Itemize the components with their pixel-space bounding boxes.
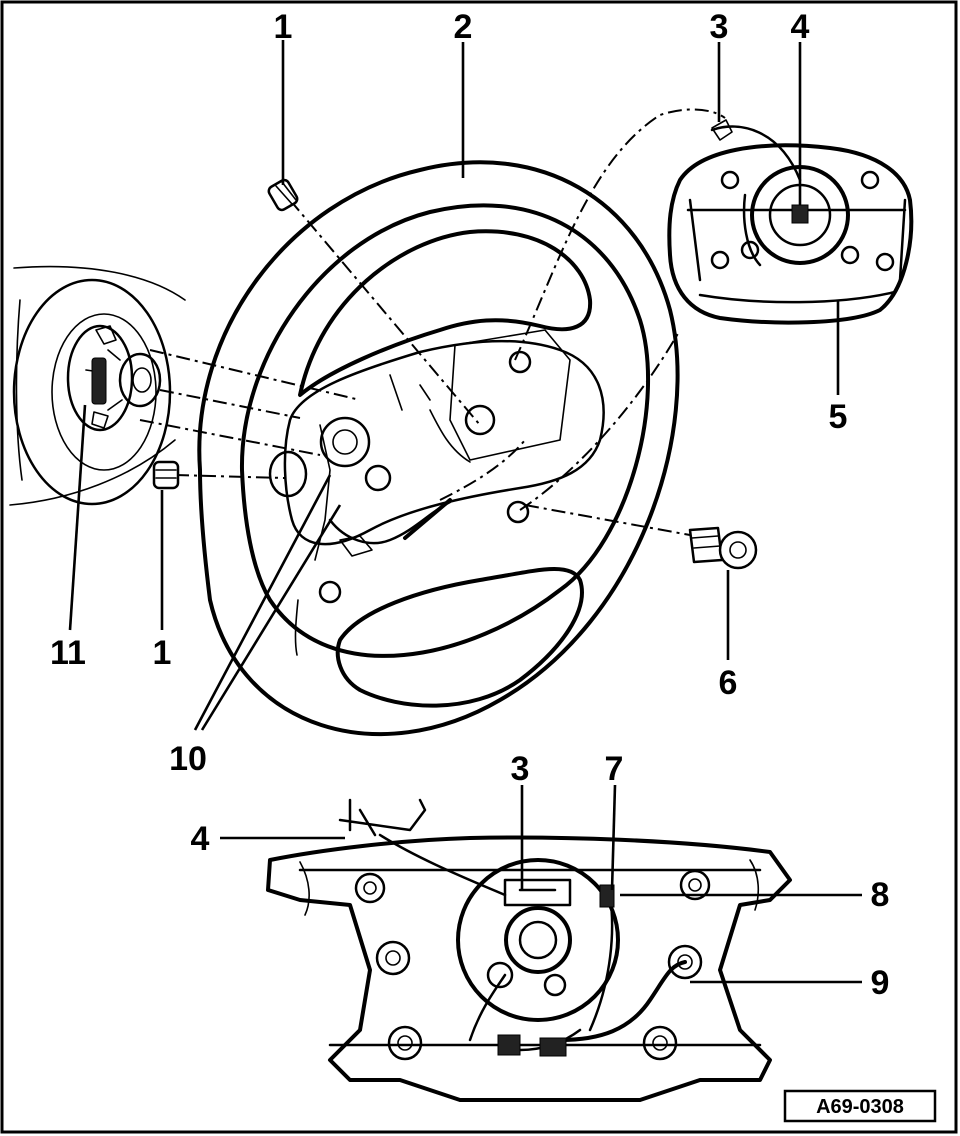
bolt-top bbox=[267, 178, 299, 212]
label-11: 11 bbox=[50, 634, 86, 672]
label-9: 9 bbox=[871, 964, 890, 1002]
bolt-6 bbox=[688, 526, 758, 570]
label-10: 10 bbox=[169, 740, 207, 778]
contact-ring bbox=[66, 324, 134, 432]
label-1-top: 1 bbox=[274, 8, 293, 46]
steering-wheel bbox=[197, 160, 680, 737]
label-3-top: 3 bbox=[710, 8, 729, 46]
label-2: 2 bbox=[454, 8, 473, 46]
label-1-bottom: 1 bbox=[153, 634, 172, 672]
callout-labels: 1 2 3 4 5 6 1 11 10 3 7 4 8 9 bbox=[50, 8, 889, 1002]
label-6: 6 bbox=[719, 664, 738, 702]
bolt-left bbox=[152, 460, 180, 490]
label-3-bottom: 3 bbox=[511, 750, 530, 788]
label-4-bottom: 4 bbox=[191, 820, 210, 858]
label-4-top: 4 bbox=[791, 8, 810, 46]
label-5: 5 bbox=[829, 398, 848, 436]
leader-lines bbox=[68, 40, 862, 984]
airbag-unit-bottom bbox=[266, 798, 792, 1102]
reference-number: A69-0308 bbox=[816, 1096, 904, 1118]
reference-box: A69-0308 bbox=[783, 1089, 937, 1123]
assembly-lines bbox=[139, 108, 726, 536]
label-8: 8 bbox=[871, 876, 890, 914]
label-7: 7 bbox=[605, 750, 624, 788]
